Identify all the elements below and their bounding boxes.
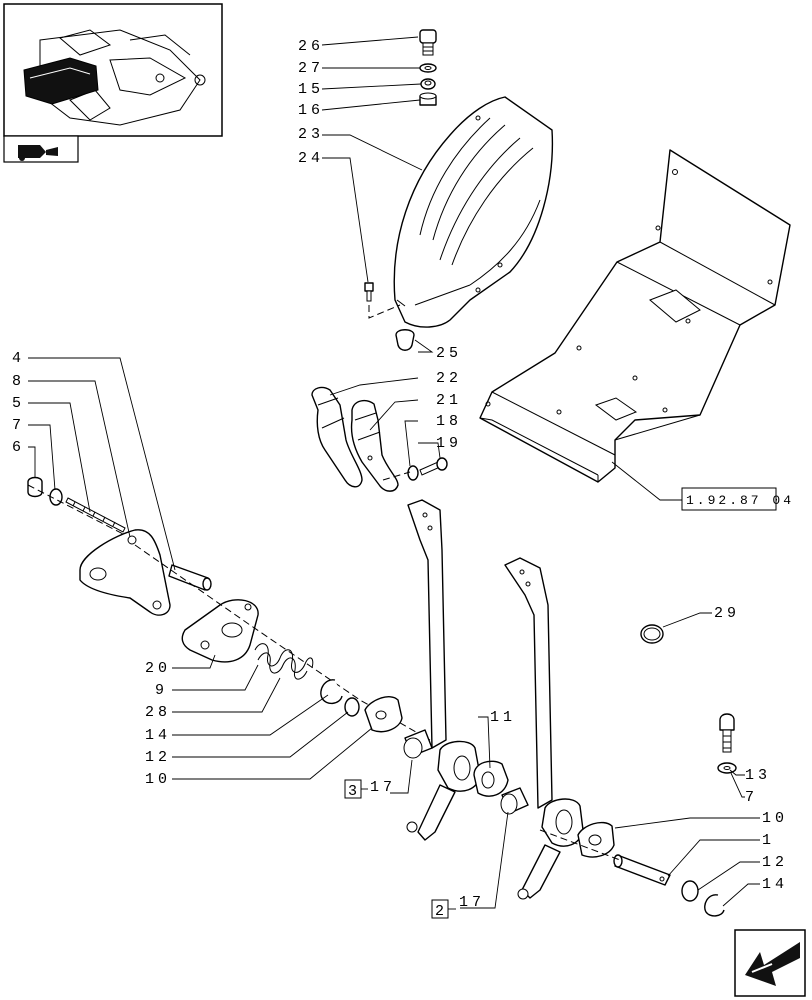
bolt-part-26 — [419, 29, 437, 56]
bolt-part-13 — [719, 713, 735, 753]
washer-part-12-right — [681, 880, 699, 902]
panel-reference-text: 1.92.87 04 — [686, 493, 794, 508]
callout-11[interactable]: 11 — [490, 709, 516, 726]
shaft-axis-line — [539, 829, 621, 861]
bolt-part-19 — [419, 457, 448, 476]
callout-7-left[interactable]: 7 — [12, 417, 25, 434]
washer-part-18 — [407, 465, 419, 481]
circlip-part-14 — [320, 679, 343, 705]
callout-23[interactable]: 23 — [298, 126, 324, 143]
bracket-part-8 — [79, 529, 171, 616]
cam-part-10-right — [577, 821, 615, 858]
callout-1[interactable]: 1 — [762, 832, 775, 849]
callout-28[interactable]: 28 — [145, 704, 171, 721]
cam-part-10-left — [364, 696, 403, 733]
callout-27[interactable]: 27 — [298, 60, 324, 77]
lever-part-2 — [504, 557, 584, 900]
bolt-part-5 — [65, 497, 126, 533]
callout-4[interactable]: 4 — [12, 350, 25, 367]
boxed-ref-2-text: 2 — [435, 903, 448, 920]
washer-part-12 — [344, 697, 360, 717]
fastener-axis-line — [382, 471, 411, 481]
callout-9[interactable]: 9 — [155, 682, 168, 699]
callout-labels: 26 27 15 16 23 24 25 22 21 18 19 4 8 5 7… — [12, 38, 788, 911]
callout-20[interactable]: 20 — [145, 660, 171, 677]
callout-21[interactable]: 21 — [436, 392, 462, 409]
callout-6[interactable]: 6 — [12, 439, 25, 456]
cam-part-11 — [473, 760, 509, 797]
bolt-axis-line — [27, 484, 126, 536]
tractor-icon — [18, 145, 58, 161]
spring-part-9 — [254, 643, 314, 680]
boxed-ref-2[interactable]: 2 — [431, 899, 456, 920]
o-ring-part-29 — [640, 624, 664, 644]
callout-10-left[interactable]: 10 — [145, 771, 171, 788]
bushing-part-17-right — [500, 787, 529, 815]
callout-17-lower[interactable]: 17 — [459, 894, 485, 911]
callout-8[interactable]: 8 — [12, 373, 25, 390]
callout-25[interactable]: 25 — [436, 345, 462, 362]
callout-14-left[interactable]: 14 — [145, 727, 171, 744]
thumbnail-assembly-image — [23, 29, 206, 126]
nut-part-16 — [419, 92, 437, 106]
lever-cover-part-23 — [393, 96, 554, 328]
arrow-icon — [745, 942, 800, 986]
boxed-ref-3[interactable]: 3 — [344, 779, 368, 800]
callout-16[interactable]: 16 — [298, 102, 324, 119]
callout-17-upper[interactable]: 17 — [370, 779, 396, 796]
callout-29[interactable]: 29 — [714, 605, 740, 622]
callout-24[interactable]: 24 — [298, 150, 324, 167]
callout-10-right[interactable]: 10 — [762, 810, 788, 827]
screw-part-24 — [364, 282, 401, 319]
pin-part-4 — [168, 564, 212, 591]
knob-part-22 — [311, 386, 363, 488]
bushing-part-17-left — [403, 729, 433, 759]
panel-assembly — [479, 149, 791, 483]
clip-part-25 — [395, 329, 415, 351]
callout-15[interactable]: 15 — [298, 81, 324, 98]
washer-part-27 — [419, 63, 437, 73]
callout-14-right[interactable]: 14 — [762, 876, 788, 893]
next-page-arrow-button[interactable] — [734, 929, 806, 997]
lever-part-3 — [406, 499, 481, 841]
knob-part-21 — [350, 399, 399, 492]
callout-26[interactable]: 26 — [298, 38, 324, 55]
callout-7-right[interactable]: 7 — [745, 789, 758, 806]
callout-5[interactable]: 5 — [12, 395, 25, 412]
washer-part-15 — [420, 78, 436, 90]
callout-12-right[interactable]: 12 — [762, 854, 788, 871]
callout-13[interactable]: 13 — [745, 767, 771, 784]
callout-12-left[interactable]: 12 — [145, 749, 171, 766]
washer-part-7-right — [717, 762, 737, 774]
boxed-ref-3-text: 3 — [348, 783, 361, 800]
plate-part-20 — [181, 599, 259, 663]
callout-18[interactable]: 18 — [436, 413, 462, 430]
callout-22[interactable]: 22 — [436, 370, 462, 387]
leader-lines — [28, 36, 760, 909]
thumbnail-frame[interactable] — [3, 3, 223, 163]
callout-19[interactable]: 19 — [436, 435, 462, 452]
circlip-part-14-right — [704, 894, 725, 917]
panel-reference-label[interactable]: 1.92.87 04 — [681, 487, 794, 511]
shaft-part-1 — [613, 854, 671, 886]
cap-part-6 — [27, 476, 43, 498]
